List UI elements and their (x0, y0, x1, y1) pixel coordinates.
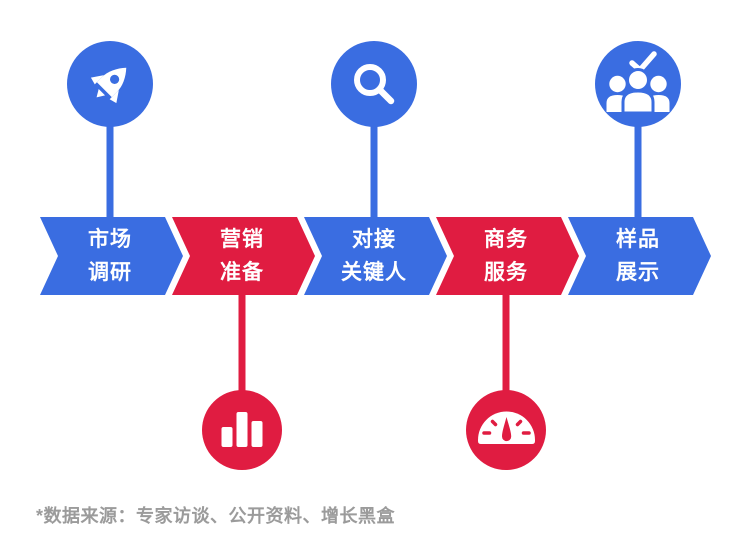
step-label-1: 市场 调研 (40, 217, 180, 295)
step-label-line: 准备 (220, 261, 264, 284)
rocket-icon (90, 67, 127, 104)
step-label-5: 样品 展示 (568, 217, 708, 295)
icon-badge (331, 41, 417, 127)
connector-line (634, 100, 642, 217)
step-label-line: 服务 (484, 261, 528, 284)
connector-line (370, 100, 378, 217)
step-label-4: 商务 服务 (436, 217, 576, 295)
bar-chart-icon (221, 412, 263, 447)
step-label-3: 对接 关键人 (304, 217, 444, 295)
step-chevron-5 (568, 217, 711, 295)
gauge-icon (478, 411, 535, 444)
connector-line (106, 100, 114, 217)
step-label-line: 商务 (484, 228, 528, 251)
step-chevron-3 (304, 217, 447, 295)
step-label-line: 关键人 (341, 261, 407, 284)
connector-line (502, 295, 510, 400)
step-chevron-4 (436, 217, 579, 295)
step-chevron-2 (172, 217, 315, 295)
step-label-line: 对接 (352, 228, 396, 251)
footnote: *数据来源：专家访谈、公开资料、增长黑盒 (36, 506, 396, 526)
connector-line (238, 295, 246, 400)
step-label-line: 营销 (220, 228, 264, 251)
step-label-2: 营销 准备 (172, 217, 312, 295)
step-label-line: 市场 (88, 228, 132, 251)
step-label-line: 样品 (616, 228, 660, 251)
people-check-icon (606, 51, 670, 115)
magnifier-icon (354, 64, 395, 105)
step-chevron-1 (40, 217, 183, 295)
step-label-line: 调研 (88, 261, 132, 284)
step-label-line: 展示 (616, 261, 660, 284)
